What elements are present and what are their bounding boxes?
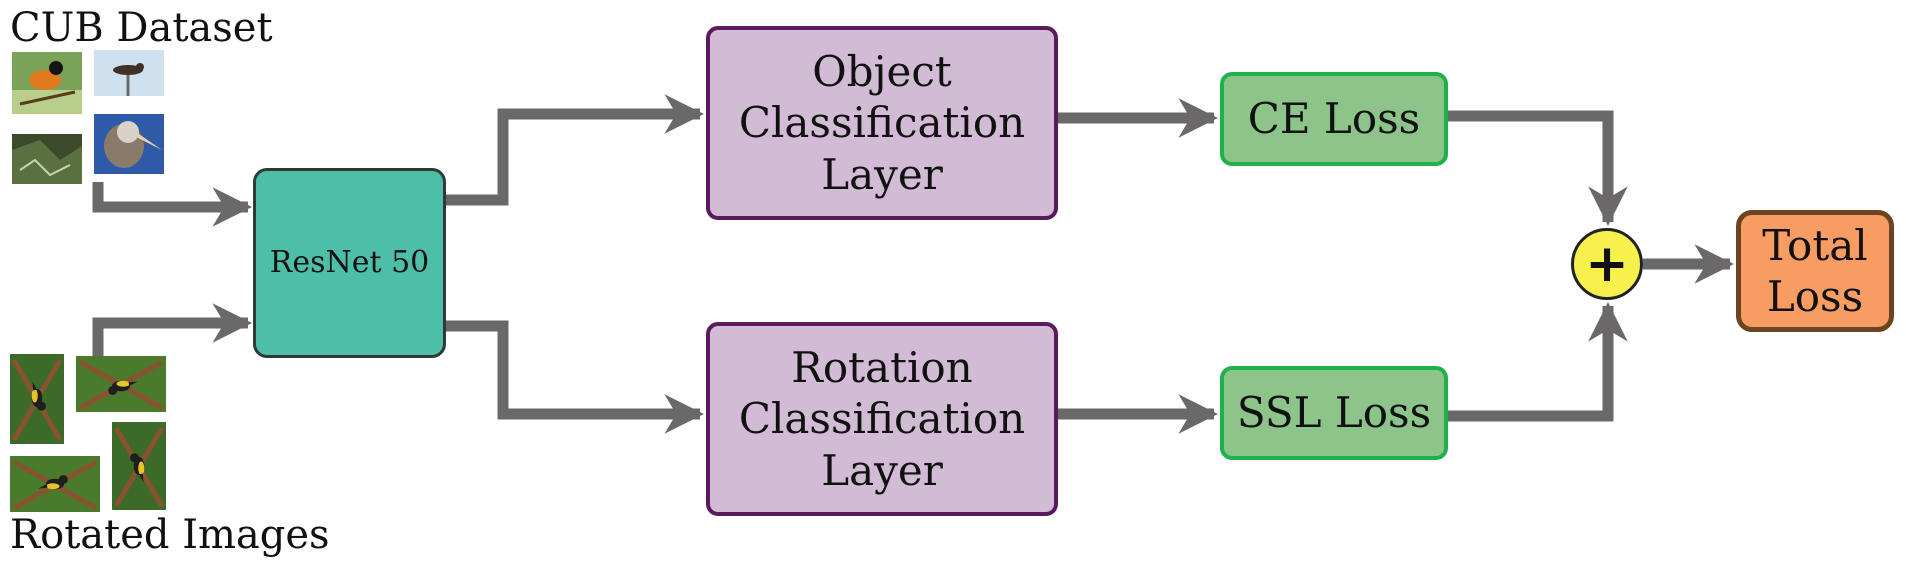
arrow-cub-to-resnet	[92, 182, 252, 227]
ce-loss-block: CE Loss	[1220, 72, 1448, 166]
total-loss-label: Total Loss	[1762, 220, 1868, 321]
rotation-classification-layer: Rotation Classification Layer	[706, 322, 1058, 516]
arrow-rotated-to-resnet	[92, 303, 252, 356]
cub-image-foliage	[12, 134, 82, 184]
rotated-image-2	[76, 356, 166, 412]
arrow-resnet-to-rotation-layer	[446, 320, 704, 434]
resnet50-label: ResNet 50	[269, 244, 430, 280]
arrow-resnet-to-object-layer	[446, 94, 704, 206]
total-loss-block: Total Loss	[1736, 210, 1894, 332]
rotated-images-label: Rotated Images	[10, 512, 330, 558]
cub-dataset-label: CUB Dataset	[10, 5, 273, 51]
object-classification-layer: Object Classification Layer	[706, 26, 1058, 220]
arrow-ce-loss-to-sum	[1448, 110, 1628, 226]
ssl-loss-label: SSL Loss	[1236, 388, 1432, 438]
object-classification-label: Object Classification Layer	[738, 47, 1026, 199]
ssl-loss-block: SSL Loss	[1220, 366, 1448, 460]
cub-image-perched-bird	[94, 50, 164, 96]
sum-node: +	[1571, 228, 1643, 300]
arrow-ssl-loss-to-sum	[1448, 302, 1628, 422]
rotated-image-4	[112, 422, 166, 510]
cub-image-oriole	[12, 52, 82, 114]
rotation-classification-label: Rotation Classification Layer	[738, 343, 1026, 495]
cub-image-albatross	[94, 114, 164, 174]
ce-loss-label: CE Loss	[1247, 94, 1421, 144]
rotated-image-3	[10, 456, 100, 512]
rotated-image-1	[10, 354, 64, 444]
resnet50-block: ResNet 50	[253, 168, 446, 358]
